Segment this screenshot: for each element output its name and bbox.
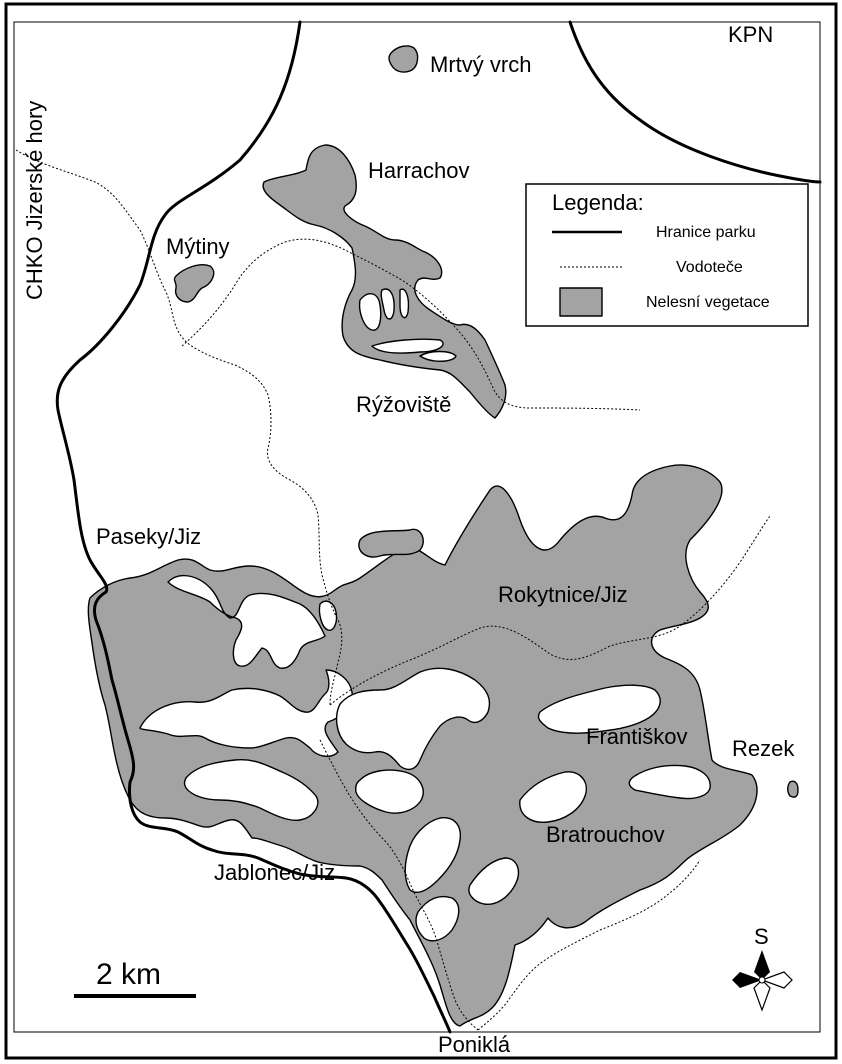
label-rezek: Rezek	[732, 736, 795, 761]
label-frantiskov: Františkov	[586, 724, 687, 749]
label-jablonec: Jablonec/Jiz	[214, 860, 335, 885]
clearing-east	[519, 771, 587, 823]
legend-item-vegetation: Nelesní vegetace	[646, 294, 770, 311]
compass-north-point	[754, 950, 770, 980]
vegetation-rezek	[787, 780, 799, 798]
label-mytiny: Mýtiny	[166, 234, 230, 259]
clearing-south-central	[355, 769, 424, 814]
label-rokytnice: Rokytnice/Jiz	[498, 582, 628, 607]
label-kpn: KPN	[728, 22, 773, 47]
clearing-paseky-east	[318, 600, 338, 631]
clearing-south	[415, 895, 460, 942]
scale-bar: 2 km	[74, 958, 196, 998]
park-boundary	[55, 20, 452, 1034]
label-harrachov: Harrachov	[368, 158, 469, 183]
legend-vegetation-swatch	[559, 287, 603, 317]
compass-east-point	[760, 971, 793, 989]
label-ryzoviste: Rýžoviště	[356, 392, 451, 417]
map-frame	[4, 2, 838, 1060]
vegetation-harrachov	[262, 144, 507, 419]
harrachov-clearing-2	[380, 288, 395, 320]
compass-label: S	[754, 924, 769, 949]
legend-item-border: Hranice parku	[656, 224, 756, 241]
harrachov-clearing-5	[419, 350, 457, 362]
label-ponikla: Poniklá	[438, 1032, 511, 1057]
clearing-central	[335, 667, 491, 771]
label-paseky: Paseky/Jiz	[96, 524, 201, 549]
legend: Legenda: Hranice parku Vodoteče Nelesní …	[525, 183, 809, 327]
compass-rose-icon: S	[732, 924, 793, 1012]
clearing-paseky	[167, 574, 326, 669]
harrachov-clearing-4	[371, 338, 444, 354]
clearings	[139, 574, 711, 942]
kpn-boundary	[568, 20, 822, 184]
river-rokytnice	[329, 515, 771, 706]
label-bratrouchov: Bratrouchov	[546, 822, 665, 847]
clearing-frantiskov-north	[537, 684, 661, 734]
vegetation-mytiny	[173, 264, 215, 303]
clearing-south-east	[468, 857, 520, 905]
harrachov-clearing-3	[399, 288, 410, 319]
clearing-bratrouchov-west	[404, 817, 462, 894]
label-chko: CHKO Jizerské hory	[22, 101, 47, 300]
clearing-southwest	[183, 758, 319, 822]
compass-center	[758, 976, 766, 984]
clearing-frantiskov-east	[628, 764, 711, 800]
place-labels: KPN Mrtvý vrch Harrachov Mýtiny Rýžovišt…	[22, 22, 795, 1057]
scale-bar-label: 2 km	[96, 958, 161, 991]
label-mrtvy-vrch: Mrtvý vrch	[430, 52, 531, 77]
compass-west-point	[732, 972, 762, 988]
vegetation-mrtvy-vrch	[388, 45, 419, 73]
compass-south-point	[753, 979, 771, 1012]
vegetation-rokytnice-west-lobe	[358, 528, 424, 558]
harrachov-clearing-1	[358, 293, 382, 331]
rivers	[15, 149, 771, 1031]
legend-item-river: Vodoteče	[676, 259, 743, 276]
legend-title: Legenda:	[552, 190, 644, 215]
map-inner-frame	[13, 21, 821, 1033]
river-east	[477, 859, 701, 1031]
